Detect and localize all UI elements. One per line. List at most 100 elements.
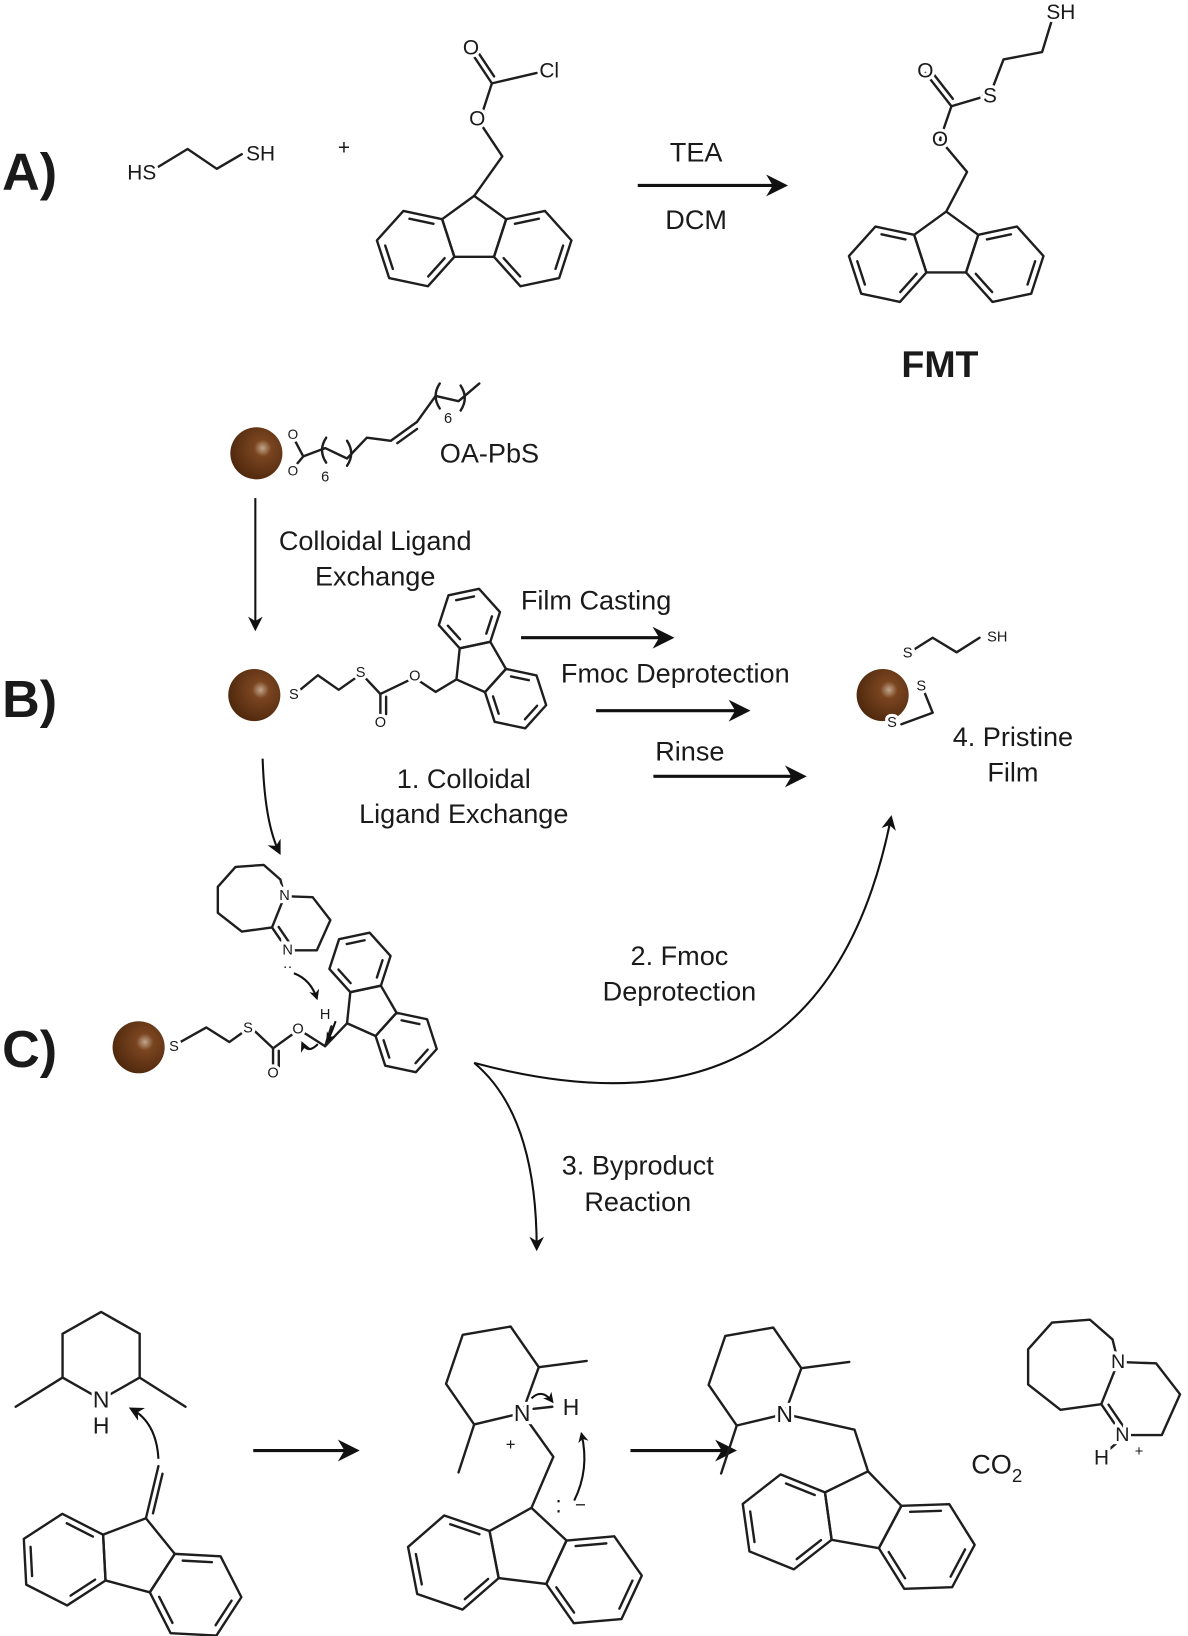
plus-sign: +: [338, 136, 350, 159]
panel-label-a: A): [2, 144, 57, 202]
aromatic-inner-bond: [384, 244, 395, 271]
dbu-six-ring: [1116, 1360, 1182, 1437]
dbu-seven-ring: [1026, 1318, 1120, 1411]
aromatic-inner-bond: [856, 260, 867, 286]
carbanion-lone-pair: :: [555, 1492, 561, 1518]
aromatic-inner-bond: [181, 1559, 214, 1564]
dbu-six-ring: [283, 894, 332, 952]
benzene-ring: [406, 1514, 500, 1611]
fmt-pbs-nanocrystal: [228, 668, 281, 722]
film-casting-label: Film Casting: [521, 585, 671, 616]
minus-charge: −: [575, 1494, 586, 1515]
benzene-ring: [877, 1502, 976, 1591]
benzene-ring: [148, 1552, 243, 1636]
methyl: [14, 1376, 64, 1408]
benzene-ring: [437, 587, 502, 650]
dbu-amidine-double-bond-inner: [1107, 1403, 1126, 1430]
aromatic-inner-bond: [382, 1039, 391, 1059]
aromatic-inner-bond: [345, 939, 366, 946]
atom-h: H: [320, 1007, 331, 1023]
co2-main: CO: [971, 1448, 1012, 1479]
aromatic-inner-bond: [337, 968, 352, 985]
fmoc-ch2: [301, 1022, 349, 1048]
aromatic-inner-bond: [29, 1545, 34, 1578]
atom-o: O: [375, 715, 386, 731]
dbu-amidine-double-bond: [270, 926, 289, 952]
aromatic-inner-bond: [446, 624, 462, 641]
ester-bond: [478, 82, 494, 124]
step1-label-line2: Ligand Exchange: [359, 798, 568, 829]
five-membered-ring: [823, 1470, 903, 1550]
atom-h: H: [1094, 1447, 1109, 1470]
atom-o: O: [292, 1022, 303, 1038]
oleate-alkene-inner: [396, 427, 419, 445]
aromatic-inner-bond: [974, 272, 994, 294]
benzene-ring: [964, 225, 1045, 304]
step3-label-line1: 3. Byproduct: [562, 1149, 715, 1180]
atom-o: O: [288, 464, 299, 479]
dbu-seven-ring: [216, 863, 286, 933]
oleate-chain-1: [302, 436, 393, 460]
five-membered-ring: [440, 194, 508, 259]
fmoc-ch2-bond: [472, 120, 504, 198]
atom-sh: SH: [987, 630, 1007, 646]
aromatic-inner-bond: [375, 959, 384, 979]
n-ch2-bond: [520, 1411, 555, 1510]
atom-hs: HS: [127, 161, 156, 184]
n-ch2-bond: [783, 1412, 870, 1473]
aromatic-inner-bond: [69, 1578, 97, 1597]
colloidal-exchange-label-line2: Exchange: [315, 561, 435, 592]
thiol-chain: [298, 674, 358, 692]
aromatic-inner-bond: [985, 233, 1013, 241]
panel-label-c: C): [2, 1021, 57, 1079]
fmoc-deprotection-label: Fmoc Deprotection: [561, 658, 790, 689]
plus-charge: +: [506, 1435, 516, 1454]
fmt-thiol-chain: [950, 13, 1055, 108]
oa-pbs-label: OA-PbS: [440, 438, 539, 469]
dbu-ring-fusion: [270, 894, 286, 929]
benzene-ring: [847, 225, 928, 304]
aromatic-inner-bond: [463, 1577, 490, 1601]
mercaptoethyl-chain: [911, 636, 981, 654]
aromatic-inner-bond: [214, 1599, 233, 1627]
deprotection-curved-arrow: [473, 815, 896, 1085]
benzene-ring: [545, 1535, 643, 1625]
n-h-bond: [1105, 1442, 1118, 1453]
aromatic-inner-bond: [749, 1510, 756, 1544]
aromatic-inner-bond: [899, 272, 918, 294]
reagent-tea: TEA: [670, 137, 724, 168]
atom-s: S: [903, 645, 913, 661]
atom-o-carbonyl: O: [917, 59, 933, 82]
atom-o: O: [267, 1065, 278, 1081]
step2-label-line1: 2. Fmoc: [631, 940, 729, 971]
n-h-bond: [532, 1405, 554, 1411]
aromatic-inner-bond: [449, 1523, 481, 1536]
panel-label-b: B): [2, 671, 57, 729]
nh-bond-arrow: [530, 1391, 554, 1404]
piperidine-ring: [61, 1310, 141, 1401]
step2-label-line2: Deprotection: [603, 975, 757, 1006]
fmoc-ch2: [415, 678, 458, 694]
five-membered-ring: [488, 1506, 568, 1586]
product-name-fmt: FMT: [901, 343, 978, 385]
thiocarbonate: [254, 1030, 294, 1050]
solvent-dcm: DCM: [665, 204, 727, 235]
step3-label-line2: Reaction: [584, 1186, 691, 1217]
aromatic-inner-bond: [795, 1538, 823, 1561]
five-membered-ring: [912, 210, 980, 274]
aromatic-inner-bond: [491, 695, 500, 715]
five-membered-ring: [455, 640, 508, 694]
atom-n: N: [279, 888, 290, 904]
aromatic-inner-bond: [554, 244, 565, 271]
dbu-ring-fusion: [1100, 1360, 1120, 1406]
lone-pair: ··: [283, 959, 293, 975]
aromatic-inner-bond: [427, 257, 446, 278]
carbonyl-double-bond-inner: [477, 51, 496, 78]
oleate-alkene: [389, 420, 419, 442]
benzene-ring: [492, 209, 573, 288]
methyl: [138, 1376, 187, 1408]
aromatic-inner-bond: [513, 217, 541, 225]
h-abstraction-arrow: [326, 1020, 337, 1043]
fmt-carbonyl: [924, 71, 953, 108]
